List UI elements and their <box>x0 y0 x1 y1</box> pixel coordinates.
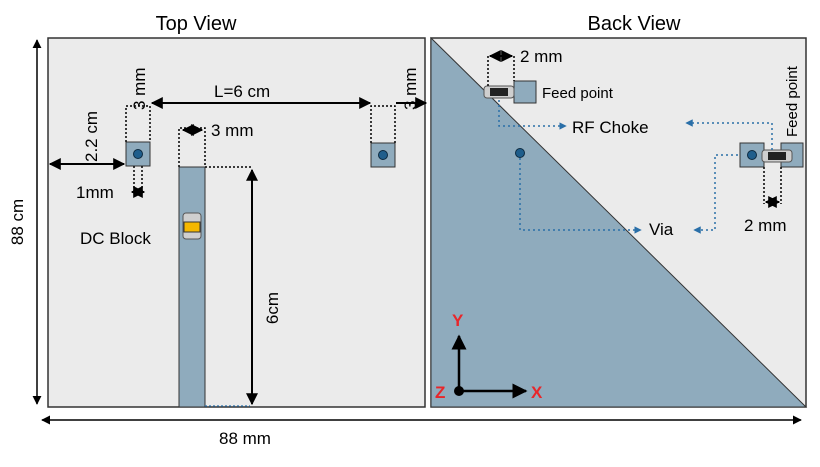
board-width-label: 88 mm <box>219 429 271 448</box>
gap-1mm-label: 1mm <box>76 183 114 202</box>
board-height-label: 88 cm <box>8 199 27 245</box>
right-gap-label: 2 mm <box>744 216 787 235</box>
top-feed-pad <box>513 80 537 104</box>
right-feed-label: Feed point <box>784 65 801 137</box>
axis-triad: Y X Z <box>435 311 543 402</box>
top-gap-label: 2 mm <box>520 47 563 66</box>
microstrip-line <box>178 166 206 408</box>
top-view-board: DC Block 3 mm L=6 cm 3 mm 3 mm 2.2 cm 1m… <box>47 37 428 408</box>
back-view-title: Back View <box>587 13 681 35</box>
ground-plane <box>430 36 808 408</box>
line-width-label: 3 mm <box>211 121 254 140</box>
rf-choke-label: RF Choke <box>572 118 649 137</box>
top-view-title: Top View <box>156 13 237 35</box>
axis-z-label: Z <box>435 383 445 402</box>
back-view-board: 2 mm Feed point Feed point 2 mm RF Choke… <box>430 36 808 408</box>
top-left-via <box>133 149 143 159</box>
right-pad-via <box>747 150 757 160</box>
top-right-via <box>378 150 388 160</box>
offset-22cm-label: 2.2 cm <box>82 111 101 162</box>
left-offset-label: 3 mm <box>130 68 149 111</box>
top-feed-label: Feed point <box>542 85 614 102</box>
via-label: Via <box>649 220 674 239</box>
axis-y-label: Y <box>452 311 464 330</box>
dc-block-component <box>182 212 202 240</box>
axis-x-label: X <box>531 383 543 402</box>
line-length-label: 6cm <box>263 292 282 324</box>
back-via <box>515 148 525 158</box>
top-rf-choke-component <box>483 85 515 99</box>
right-rf-choke-component <box>761 149 793 163</box>
length-label: L=6 cm <box>214 82 270 101</box>
dc-block-label: DC Block <box>80 229 151 248</box>
